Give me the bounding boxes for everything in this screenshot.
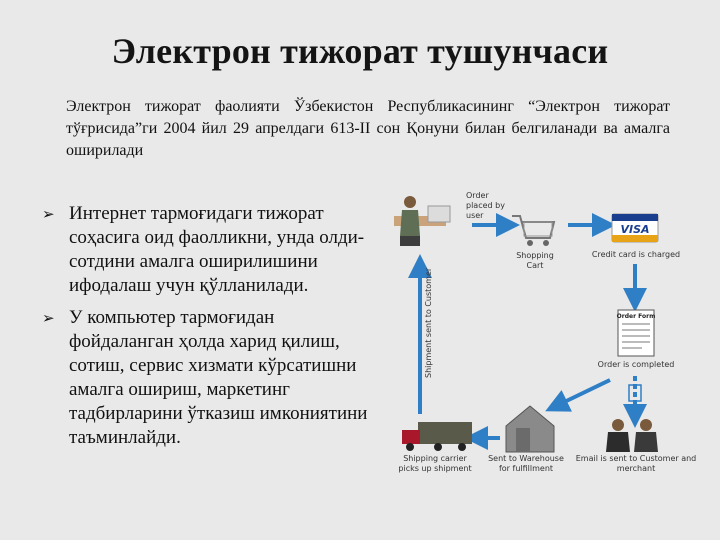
ecommerce-process-diagram: VISA Order Form — [380, 180, 710, 480]
bullet-item: ➢ Интернет тармоғидаги тижорат соҳасига … — [40, 202, 370, 298]
arrow-bullet-icon: ➢ — [42, 205, 55, 223]
warehouse-icon — [505, 405, 555, 453]
warehouse-label: Sent to Warehouse for fulfillment — [488, 454, 564, 473]
shipping-carrier-label: Shipping carrier picks up shipment — [398, 454, 472, 473]
visa-card-icon — [611, 213, 659, 243]
shipment-sent-label: Shipment sent to Customer — [424, 267, 433, 378]
shopping-cart-label: Shopping Cart — [516, 251, 554, 270]
businesspeople-icon — [606, 419, 658, 452]
order-form-icon — [617, 309, 655, 357]
slide-title: Электрон тижорат тушунчаси — [111, 31, 609, 71]
intro-paragraph: Электрон тижорат фаолияти Ўзбекистон Рес… — [66, 98, 670, 159]
bullet-text: У компьютер тармоғидан фойдаланган ҳолда… — [69, 307, 368, 448]
user-at-computer-icon — [394, 196, 451, 246]
delivery-truck-icon — [402, 422, 472, 451]
order-form-text: Order Form — [617, 313, 656, 320]
bullet-list: ➢ Интернет тармоғидаги тижорат соҳасига … — [40, 202, 370, 458]
arrow-to-warehouse — [545, 378, 611, 412]
credit-card-label: Credit card is charged — [591, 250, 681, 259]
email-envelope-icon — [628, 384, 642, 402]
visa-text: VISA — [620, 223, 649, 236]
bullet-item: ➢ У компьютер тармоғидан фойдаланган ҳол… — [40, 306, 370, 450]
shopping-cart-icon — [512, 215, 556, 246]
bullet-text: Интернет тармоғидаги тижорат соҳасига ои… — [69, 203, 365, 296]
order-placed-label: Order placed by user — [466, 191, 505, 220]
email-sent-label: Email is sent to Customer and merchant — [575, 454, 697, 473]
diagram-graphics: VISA Order Form — [394, 196, 659, 453]
order-completed-label: Order is completed — [597, 360, 675, 369]
arrow-bullet-icon: ➢ — [42, 309, 55, 327]
